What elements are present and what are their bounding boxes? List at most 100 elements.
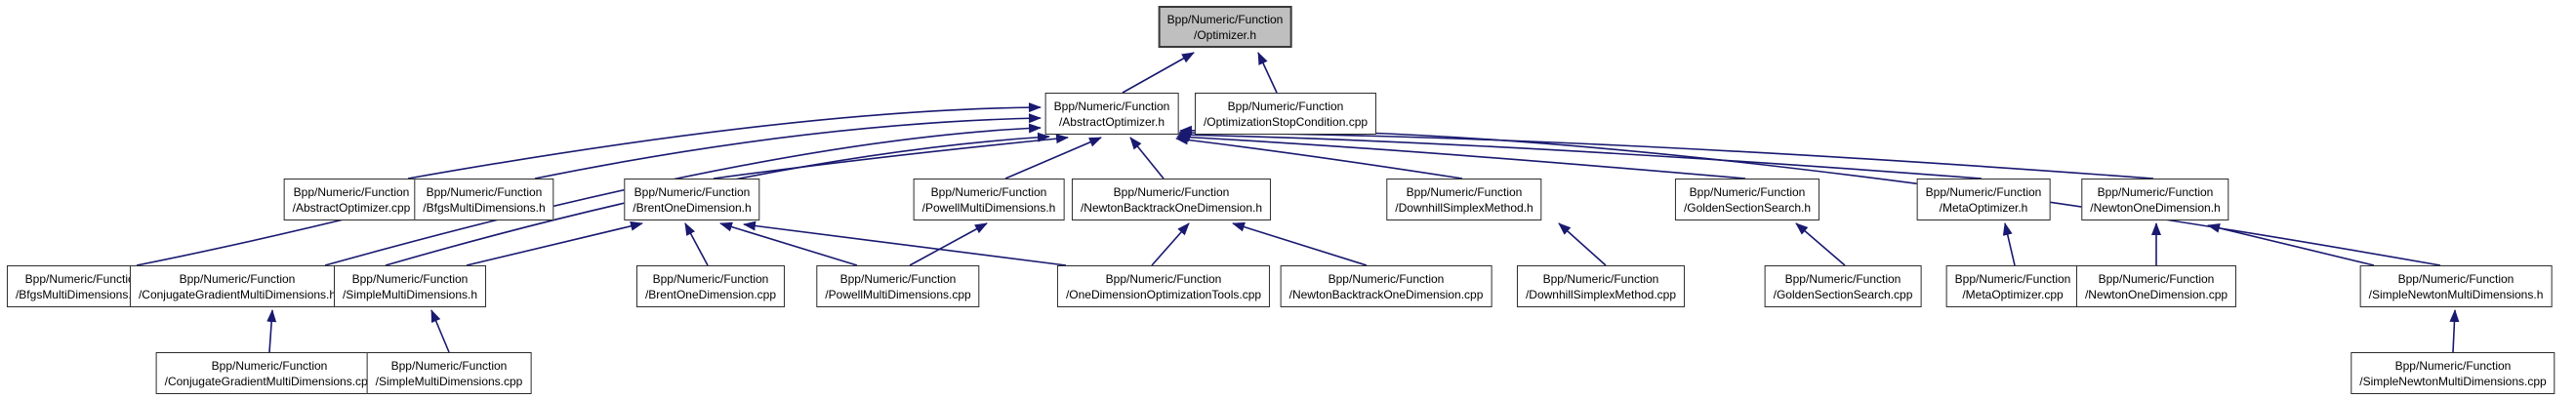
node-label-line1: Bpp/Numeric/Function xyxy=(179,272,296,286)
edge-downhill-simplex-method-h-to-abstract-optimizer-h xyxy=(1175,135,1463,180)
edge-conjugate-gradient-multi-dimensions-cpp-to-conjugate-gradient-multi-dimensions-h xyxy=(266,309,277,353)
node-golden-section-search-cpp[interactable]: Bpp/Numeric/Function/GoldenSectionSearch… xyxy=(1764,265,1922,307)
node-label-line1: Bpp/Numeric/Function xyxy=(293,185,410,199)
node-label-line1: Bpp/Numeric/Function xyxy=(1328,272,1445,286)
node-abstract-optimizer-cpp[interactable]: Bpp/Numeric/Function/AbstractOptimizer.c… xyxy=(283,179,420,220)
node-label-line1: Bpp/Numeric/Function xyxy=(1954,272,2071,286)
edge-newton-backtrack-one-dimension-h-to-abstract-optimizer-h xyxy=(1129,137,1165,180)
node-label-line2: /BrentOneDimension.cpp xyxy=(644,288,777,301)
node-label-line1: Bpp/Numeric/Function xyxy=(1925,185,2042,199)
node-label-line2: /DownhillSimplexMethod.cpp xyxy=(1525,288,1677,301)
node-meta-optimizer-cpp[interactable]: Bpp/Numeric/Function/MetaOptimizer.cpp xyxy=(1945,265,2080,307)
edge-golden-section-search-h-to-abstract-optimizer-h xyxy=(1176,132,1746,180)
node-downhill-simplex-method-cpp[interactable]: Bpp/Numeric/Function/DownhillSimplexMeth… xyxy=(1516,265,1686,307)
node-label-line2: /NewtonOneDimension.cpp xyxy=(2084,288,2228,301)
edge-abstract-optimizer-cpp-to-abstract-optimizer-h xyxy=(407,102,1042,180)
node-label-line1: Bpp/Numeric/Function xyxy=(2394,359,2512,373)
node-label-line1: Bpp/Numeric/Function xyxy=(426,185,543,199)
node-abstract-optimizer-h[interactable]: Bpp/Numeric/Function/AbstractOptimizer.h xyxy=(1044,93,1179,135)
node-label-line1: Bpp/Numeric/Function xyxy=(1689,185,1806,199)
edge-one-dimension-optimization-tools-cpp-to-newton-backtrack-one-dimension-h xyxy=(1151,222,1190,266)
node-label-line2: /OneDimensionOptimizationTools.cpp xyxy=(1065,288,1262,301)
node-conjugate-gradient-multi-dimensions-h[interactable]: Bpp/Numeric/Function/ConjugateGradientMu… xyxy=(129,265,346,307)
node-label-line2: /Optimizer.h xyxy=(1193,28,1257,42)
node-label-line1: Bpp/Numeric/Function xyxy=(930,185,1047,199)
edge-downhill-simplex-method-cpp-to-downhill-simplex-method-h xyxy=(1558,222,1607,266)
node-meta-optimizer-h[interactable]: Bpp/Numeric/Function/MetaOptimizer.h xyxy=(1916,179,2051,220)
edge-meta-optimizer-cpp-to-meta-optimizer-h xyxy=(2002,222,2016,266)
node-optimization-stop-condition-cpp[interactable]: Bpp/Numeric/Function/OptimizationStopCon… xyxy=(1194,93,1377,135)
node-powell-multi-dimensions-cpp[interactable]: Bpp/Numeric/Function/PowellMultiDimensio… xyxy=(816,265,980,307)
node-label-line2: /ConjugateGradientMultiDimensions.cpp xyxy=(164,375,375,388)
node-brent-one-dimension-cpp[interactable]: Bpp/Numeric/Function/BrentOneDimension.c… xyxy=(635,265,786,307)
node-label-line2: /SimpleMultiDimensions.h xyxy=(342,288,478,301)
node-golden-section-search-h[interactable]: Bpp/Numeric/Function/GoldenSectionSearch… xyxy=(1674,179,1820,220)
node-simple-newton-multi-dimensions-cpp[interactable]: Bpp/Numeric/Function/SimpleNewtonMultiDi… xyxy=(2351,352,2556,394)
node-newton-backtrack-one-dimension-h[interactable]: Bpp/Numeric/Function/NewtonBacktrackOneD… xyxy=(1071,179,1272,220)
node-label-line2: /MetaOptimizer.cpp xyxy=(1962,288,2064,301)
node-brent-one-dimension-h[interactable]: Bpp/Numeric/Function/BrentOneDimension.h xyxy=(624,179,760,220)
node-label-line1: Bpp/Numeric/Function xyxy=(1113,185,1230,199)
node-newton-backtrack-one-dimension-cpp[interactable]: Bpp/Numeric/Function/NewtonBacktrackOneD… xyxy=(1280,265,1492,307)
node-label-line1: Bpp/Numeric/Function xyxy=(351,272,469,286)
node-simple-newton-multi-dimensions-h[interactable]: Bpp/Numeric/Function/SimpleNewtonMultiDi… xyxy=(2359,265,2553,307)
node-simple-multi-dimensions-cpp[interactable]: Bpp/Numeric/Function/SimpleMultiDimensio… xyxy=(366,352,532,394)
node-one-dimension-optimization-tools-cpp[interactable]: Bpp/Numeric/Function/OneDimensionOptimiz… xyxy=(1056,265,1271,307)
node-label-line2: /SimpleNewtonMultiDimensions.h xyxy=(2368,288,2544,301)
node-label-line1: Bpp/Numeric/Function xyxy=(1542,272,1659,286)
node-label-line2: /MetaOptimizer.h xyxy=(1939,201,2028,215)
node-label-line1: Bpp/Numeric/Function xyxy=(2397,272,2515,286)
node-newton-one-dimension-h[interactable]: Bpp/Numeric/Function/NewtonOneDimension.… xyxy=(2081,179,2229,220)
node-label-line2: /SimpleMultiDimensions.cpp xyxy=(375,375,523,388)
node-label-line2: /NewtonBacktrackOneDimension.h xyxy=(1080,201,1263,215)
node-label-line1: Bpp/Numeric/Function xyxy=(1784,272,1901,286)
node-label-line1: Bpp/Numeric/Function xyxy=(390,359,508,373)
node-label-line1: Bpp/Numeric/Function xyxy=(211,359,328,373)
node-downhill-simplex-method-h[interactable]: Bpp/Numeric/Function/DownhillSimplexMeth… xyxy=(1386,179,1542,220)
node-label-line2: /NewtonOneDimension.h xyxy=(2090,201,2221,215)
edge-brent-one-dimension-cpp-to-brent-one-dimension-h xyxy=(684,222,709,266)
node-label-line1: Bpp/Numeric/Function xyxy=(2098,272,2215,286)
edge-bfgs-multi-dimensions-h-to-abstract-optimizer-h xyxy=(534,113,1042,180)
node-powell-multi-dimensions-h[interactable]: Bpp/Numeric/Function/PowellMultiDimensio… xyxy=(913,179,1065,220)
node-label-line2: /GoldenSectionSearch.h xyxy=(1683,201,1812,215)
node-bfgs-multi-dimensions-h[interactable]: Bpp/Numeric/Function/BfgsMultiDimensions… xyxy=(414,179,554,220)
edge-powell-multi-dimensions-h-to-abstract-optimizer-h xyxy=(1004,137,1102,180)
edge-conjugate-gradient-multi-dimensions-h-to-abstract-optimizer-h xyxy=(324,123,1042,266)
edge-newton-backtrack-one-dimension-cpp-to-newton-backtrack-one-dimension-h xyxy=(1232,221,1368,266)
edge-simple-multi-dimensions-h-to-brent-one-dimension-h xyxy=(466,220,643,266)
node-label-line1: Bpp/Numeric/Function xyxy=(634,185,751,199)
edge-simple-newton-multi-dimensions-cpp-to-simple-newton-multi-dimensions-h xyxy=(2449,309,2460,353)
node-label-line1: Bpp/Numeric/Function xyxy=(652,272,769,286)
node-newton-one-dimension-cpp[interactable]: Bpp/Numeric/Function/NewtonOneDimension.… xyxy=(2075,265,2237,307)
node-label-line1: Bpp/Numeric/Function xyxy=(1227,100,1344,113)
node-label-line1: Bpp/Numeric/Function xyxy=(839,272,957,286)
node-label-line2: /SimpleNewtonMultiDimensions.cpp xyxy=(2359,375,2547,388)
node-label-line2: /ConjugateGradientMultiDimensions.h xyxy=(138,288,337,301)
node-label-line2: /NewtonBacktrackOneDimension.cpp xyxy=(1288,288,1484,301)
edge-optimization-stop-condition-cpp-to-optimizer-h xyxy=(1257,52,1278,94)
node-label-line2: /OptimizationStopCondition.cpp xyxy=(1203,115,1369,129)
node-label-line1: Bpp/Numeric/Function xyxy=(1105,272,1222,286)
node-label-line2: /BrentOneDimension.h xyxy=(633,201,752,215)
node-label-line2: /DownhillSimplexMethod.h xyxy=(1395,201,1533,215)
node-conjugate-gradient-multi-dimensions-cpp[interactable]: Bpp/Numeric/Function/ConjugateGradientMu… xyxy=(155,352,384,394)
edge-meta-optimizer-h-to-abstract-optimizer-h xyxy=(1177,130,1983,180)
node-label-line2: /PowellMultiDimensions.cpp xyxy=(825,288,971,301)
node-label-line1: Bpp/Numeric/Function xyxy=(1166,13,1284,26)
edge-simple-multi-dimensions-h-to-abstract-optimizer-h xyxy=(385,132,1050,266)
node-optimizer-h[interactable]: Bpp/Numeric/Function/Optimizer.h xyxy=(1158,6,1292,48)
node-label-line1: Bpp/Numeric/Function xyxy=(24,272,142,286)
node-label-line1: Bpp/Numeric/Function xyxy=(1406,185,1523,199)
node-simple-multi-dimensions-h[interactable]: Bpp/Numeric/Function/SimpleMultiDimensio… xyxy=(333,265,487,307)
node-label-line2: /AbstractOptimizer.h xyxy=(1058,115,1165,129)
node-label-line1: Bpp/Numeric/Function xyxy=(1053,100,1170,113)
node-label-line2: /BfgsMultiDimensions.cpp xyxy=(15,288,151,301)
edge-golden-section-search-cpp-to-golden-section-search-h xyxy=(1795,222,1846,266)
edge-simple-multi-dimensions-cpp-to-simple-multi-dimensions-h xyxy=(430,309,450,353)
edge-brent-one-dimension-h-to-abstract-optimizer-h xyxy=(713,134,1069,180)
node-label-line2: /AbstractOptimizer.cpp xyxy=(292,201,411,215)
edge-powell-multi-dimensions-cpp-to-powell-multi-dimensions-h xyxy=(909,222,988,266)
edge-abstract-optimizer-h-to-optimizer-h xyxy=(1122,52,1195,94)
node-label-line2: /BfgsMultiDimensions.h xyxy=(423,201,546,215)
